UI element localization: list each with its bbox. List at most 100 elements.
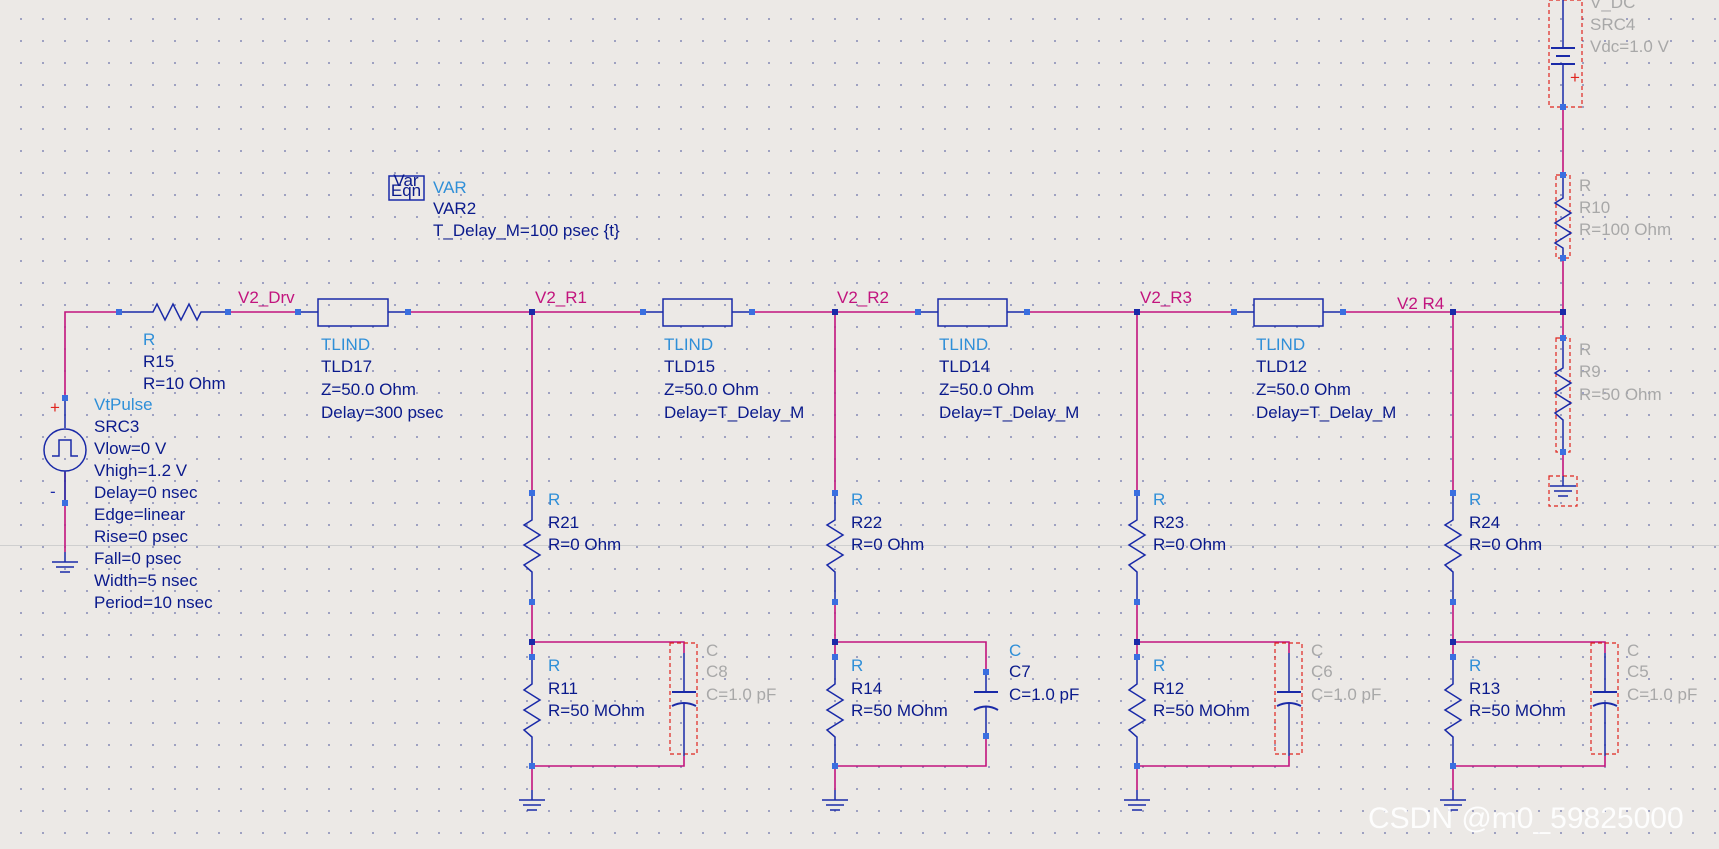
- resistor-r10[interactable]: R R10 R=100 Ohm: [1553, 172, 1671, 261]
- component-name: R23: [1153, 513, 1184, 532]
- resistor-icon: [1443, 490, 1463, 602]
- resistor-icon: [522, 490, 542, 602]
- component-name: R13: [1469, 679, 1500, 698]
- resistor-icon: [522, 657, 542, 766]
- tline-tld12[interactable]: TLIND TLD12 Z=50.0 Ohm Delay=T_Delay_M: [1231, 298, 1396, 422]
- component-value: R=0 Ohm: [1469, 535, 1542, 554]
- var-type: VAR: [433, 178, 467, 197]
- watermark: CSDN @m0_59825000: [1368, 802, 1684, 835]
- resistor-r15[interactable]: R R15 R=10 Ohm: [116, 302, 231, 393]
- disabled-box: [1548, 0, 1583, 108]
- source-plus: +: [50, 398, 60, 417]
- net-label-drv: V2_Drv: [238, 288, 295, 307]
- component-type: R: [143, 330, 155, 349]
- branch-1[interactable]: R R21 R=0 Ohm R R11 R=50 MOhm C C8 C=1.0…: [522, 490, 776, 769]
- source-name: SRC3: [94, 417, 139, 436]
- ground-icon: [51, 551, 79, 573]
- tline-tld14[interactable]: TLIND TLD14 Z=50.0 Ohm Delay=T_Delay_M: [915, 298, 1079, 422]
- component-name: R22: [851, 513, 882, 532]
- junctions: [529, 309, 1566, 645]
- component-value: C=1.0 pF: [1009, 685, 1079, 704]
- resistor-r9[interactable]: R R9 R=50 Ohm: [1553, 335, 1662, 455]
- component-type: C: [1311, 641, 1323, 660]
- source-param: Edge=linear: [94, 505, 186, 524]
- component-value: Delay=T_Delay_M: [939, 403, 1079, 422]
- disabled-cap-box: [1274, 642, 1303, 755]
- component-value: R=50 Ohm: [1579, 385, 1662, 404]
- component-name: C6: [1311, 662, 1333, 681]
- component-value: R=0 Ohm: [851, 535, 924, 554]
- component-value: R=0 Ohm: [1153, 535, 1226, 554]
- component-value: R=0 Ohm: [548, 535, 621, 554]
- component-type: R: [1579, 176, 1591, 195]
- resistor-icon: [1443, 657, 1463, 766]
- component-type: C: [1009, 641, 1021, 660]
- tline-tld17[interactable]: TLIND TLD17 Z=50.0 Ohm Delay=300 psec: [295, 298, 444, 422]
- component-type: R: [1153, 656, 1165, 675]
- component-name: C5: [1627, 662, 1649, 681]
- var-param: T_Delay_M=100 psec {t}: [433, 221, 620, 240]
- component-value: Z=50.0 Ohm: [321, 380, 416, 399]
- component-type: R: [1153, 490, 1165, 509]
- source-param: Vhigh=1.2 V: [94, 461, 188, 480]
- var-block[interactable]: Var Eqn VAR VAR2 T_Delay_M=100 psec {t}: [388, 171, 620, 240]
- pulse-source[interactable]: + - VtPulse SRC3 Vlow=0 V Vhigh=1.2 V De…: [43, 395, 213, 612]
- resistor-icon: [1553, 338, 1573, 452]
- component-value: R=50 MOhm: [548, 701, 645, 720]
- component-value: Vdc=1.0 V: [1590, 37, 1670, 56]
- source-param: Rise=0 psec: [94, 527, 189, 546]
- wires: [64, 110, 1606, 790]
- net-label-r1: V2_R1: [535, 288, 587, 307]
- component-name: C7: [1009, 662, 1031, 681]
- resistor-icon: [825, 490, 845, 602]
- component-value: Z=50.0 Ohm: [939, 380, 1034, 399]
- component-name: R10: [1579, 198, 1610, 217]
- component-name: TLD15: [664, 357, 715, 376]
- source-param: Fall=0 psec: [94, 549, 182, 568]
- component-name: TLD17: [321, 357, 372, 376]
- component-value: R=50 MOhm: [1469, 701, 1566, 720]
- component-value: C=1.0 pF: [1627, 685, 1697, 704]
- component-type: V_DC: [1590, 0, 1635, 12]
- component-name: R21: [548, 513, 579, 532]
- branch-4[interactable]: R R24 R=0 Ohm R R13 R=50 MOhm C C5 C=1.0…: [1443, 490, 1697, 769]
- component-name: R24: [1469, 513, 1500, 532]
- var-eqn-icon: [388, 175, 425, 201]
- vdc-source-src4[interactable]: + V_DC SRC4 Vdc=1.0 V: [1548, 0, 1670, 110]
- component-value: R=10 Ohm: [143, 374, 226, 393]
- component-value: R=50 MOhm: [1153, 701, 1250, 720]
- branch-3[interactable]: R R23 R=0 Ohm R R12 R=50 MOhm C C6 C=1.0…: [1127, 490, 1381, 769]
- component-value: Z=50.0 Ohm: [664, 380, 759, 399]
- tline-icon: [937, 298, 1008, 327]
- component-name: R11: [548, 679, 578, 698]
- component-name: TLD14: [939, 357, 990, 376]
- canvas-guide-line: [0, 545, 1719, 546]
- component-name: R9: [1579, 362, 1601, 381]
- component-name: R15: [143, 352, 174, 371]
- component-value: Delay=T_Delay_M: [664, 403, 804, 422]
- component-type: R: [1469, 656, 1481, 675]
- component-type: TLIND: [664, 335, 713, 354]
- disabled-cap-box: [1590, 642, 1619, 755]
- resistor-icon: [1127, 490, 1147, 602]
- vdc-plus-icon: +: [1570, 68, 1580, 87]
- component-value: R=100 Ohm: [1579, 220, 1671, 239]
- tline-icon: [662, 298, 733, 327]
- component-type: R: [851, 490, 863, 509]
- ground-icon: [1123, 789, 1151, 811]
- tline-tld15[interactable]: TLIND TLD15 Z=50.0 Ohm Delay=T_Delay_M: [640, 298, 804, 422]
- component-name: TLD12: [1256, 357, 1307, 376]
- component-value: Z=50.0 Ohm: [1256, 380, 1351, 399]
- source-param: Delay=0 nsec: [94, 483, 198, 502]
- component-name: R14: [851, 679, 882, 698]
- component-value: Delay=300 psec: [321, 403, 444, 422]
- component-value: Delay=T_Delay_M: [1256, 403, 1396, 422]
- resistor-icon: [1553, 175, 1573, 258]
- branch-2[interactable]: R R22 R=0 Ohm R R14 R=50 MOhm C C7 C=1.0…: [825, 490, 1079, 769]
- component-name: R12: [1153, 679, 1184, 698]
- net-label-r2: V2_R2: [837, 288, 889, 307]
- component-name: SRC4: [1590, 15, 1635, 34]
- component-type: TLIND: [321, 335, 370, 354]
- component-type: R: [1469, 490, 1481, 509]
